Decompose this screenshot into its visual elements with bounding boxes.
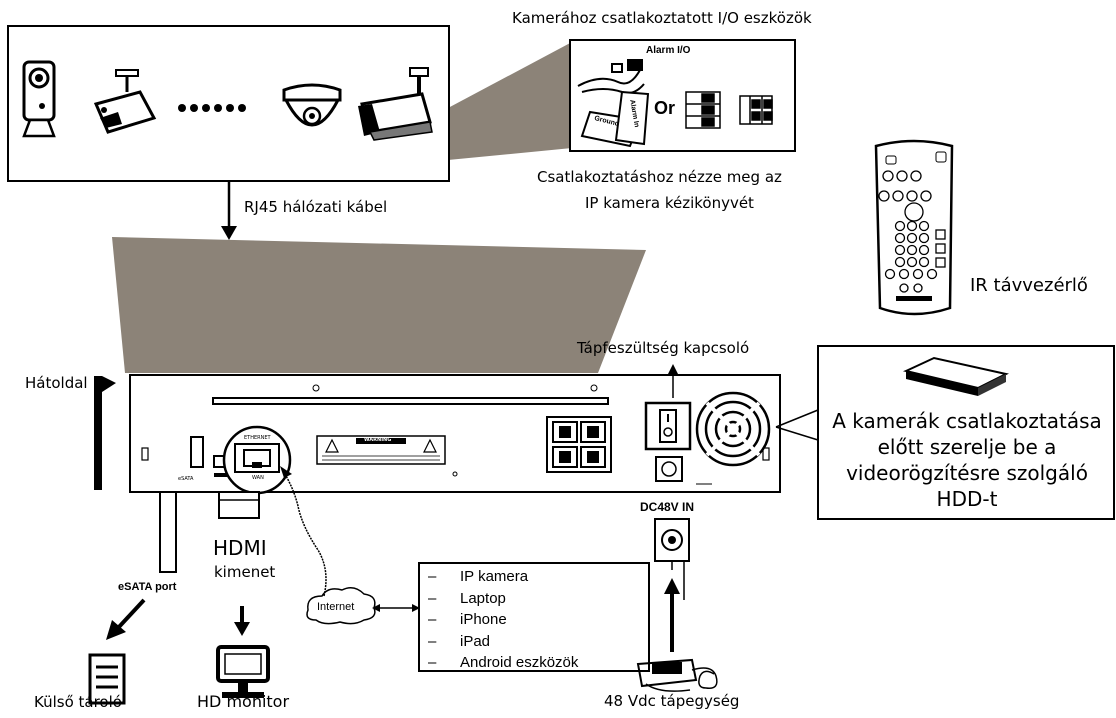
ir-remote-label: IR távvezérlő [970, 275, 1088, 296]
power-adapter-icon [636, 658, 718, 692]
ir-remote-icon [874, 139, 954, 316]
ceiling-camera-icon [93, 69, 157, 134]
camera-ports [546, 416, 612, 473]
terminal-block-a-icon [685, 91, 721, 129]
svg-text:eSATA: eSATA [178, 476, 194, 482]
wan-label: WAN [252, 475, 264, 481]
io-devices-title: Kamerához csatlakoztatott I/O eszközök [512, 9, 812, 27]
alarm-io-label: Alarm I/O [646, 45, 691, 56]
list-item: –iPad [428, 632, 491, 650]
alarm-wires-icon [577, 59, 645, 94]
hd-monitor-label: HD monitor [197, 692, 290, 711]
hdmi-label: HDMI [213, 536, 267, 560]
hdmi-arrow [234, 606, 250, 636]
terminal-block-b-icon [739, 95, 773, 125]
back-side-label: Hátoldal [25, 374, 88, 392]
alarm-in-tag [614, 90, 650, 146]
dome-camera-icon [282, 83, 342, 127]
rj45-arrow [221, 182, 237, 240]
list-item: –iPhone [428, 611, 507, 628]
hdmi-cable [218, 491, 260, 519]
external-storage-icon [88, 653, 126, 705]
esata-arrow [106, 598, 146, 640]
hd-monitor-icon [216, 645, 270, 698]
rj45-label: RJ45 hálózati kábel [244, 198, 388, 216]
esata-connector [190, 436, 204, 468]
bullet-camera-icon [358, 67, 433, 141]
more-cameras-dots [178, 104, 246, 112]
hdmi-out-label: kimenet [214, 563, 276, 581]
dc48v-label: DC48V IN [640, 500, 695, 514]
internet-device-arrow [372, 604, 420, 612]
warning-label [316, 435, 446, 465]
hdd-note-text: A kamerák csatlakoztatása előtt szerelje… [832, 409, 1102, 511]
power-switch-arrow [668, 364, 678, 398]
io-note-line2: IP kamera kézikönyvét [585, 194, 754, 212]
esata-port-label: eSATA port [118, 581, 177, 593]
internet-devices-list: –IP kamera –Laptop –iPhone –iPad –Androi… [418, 562, 650, 672]
list-item: –Laptop [428, 589, 506, 607]
io-note-line1: Csatlakoztatáshoz nézze meg az [537, 168, 782, 186]
power-switch-label: Tápfeszültség kapcsoló [577, 339, 750, 357]
internet-link-curve [285, 475, 327, 597]
power-supply-label: 48 Vdc tápegység [604, 692, 740, 710]
or-label: Or [654, 98, 676, 118]
io-projection-cone [448, 42, 572, 160]
ethernet-label: ETHERNET [244, 435, 271, 441]
list-item: –IP kamera [428, 568, 529, 585]
internet-label: Internet [317, 601, 355, 613]
box-camera-icon [22, 60, 56, 138]
fan-grille [695, 391, 771, 467]
hdd-icon [902, 356, 1009, 396]
back-side-bracket [94, 376, 116, 490]
ext-storage-label: Külső tároló [34, 693, 122, 711]
warning-text: WARNING [364, 437, 392, 443]
esata-cable [159, 491, 177, 573]
list-item: –Android eszközök [428, 654, 579, 671]
power-arrow [664, 578, 680, 652]
camera-to-nvr-cone [112, 237, 646, 373]
